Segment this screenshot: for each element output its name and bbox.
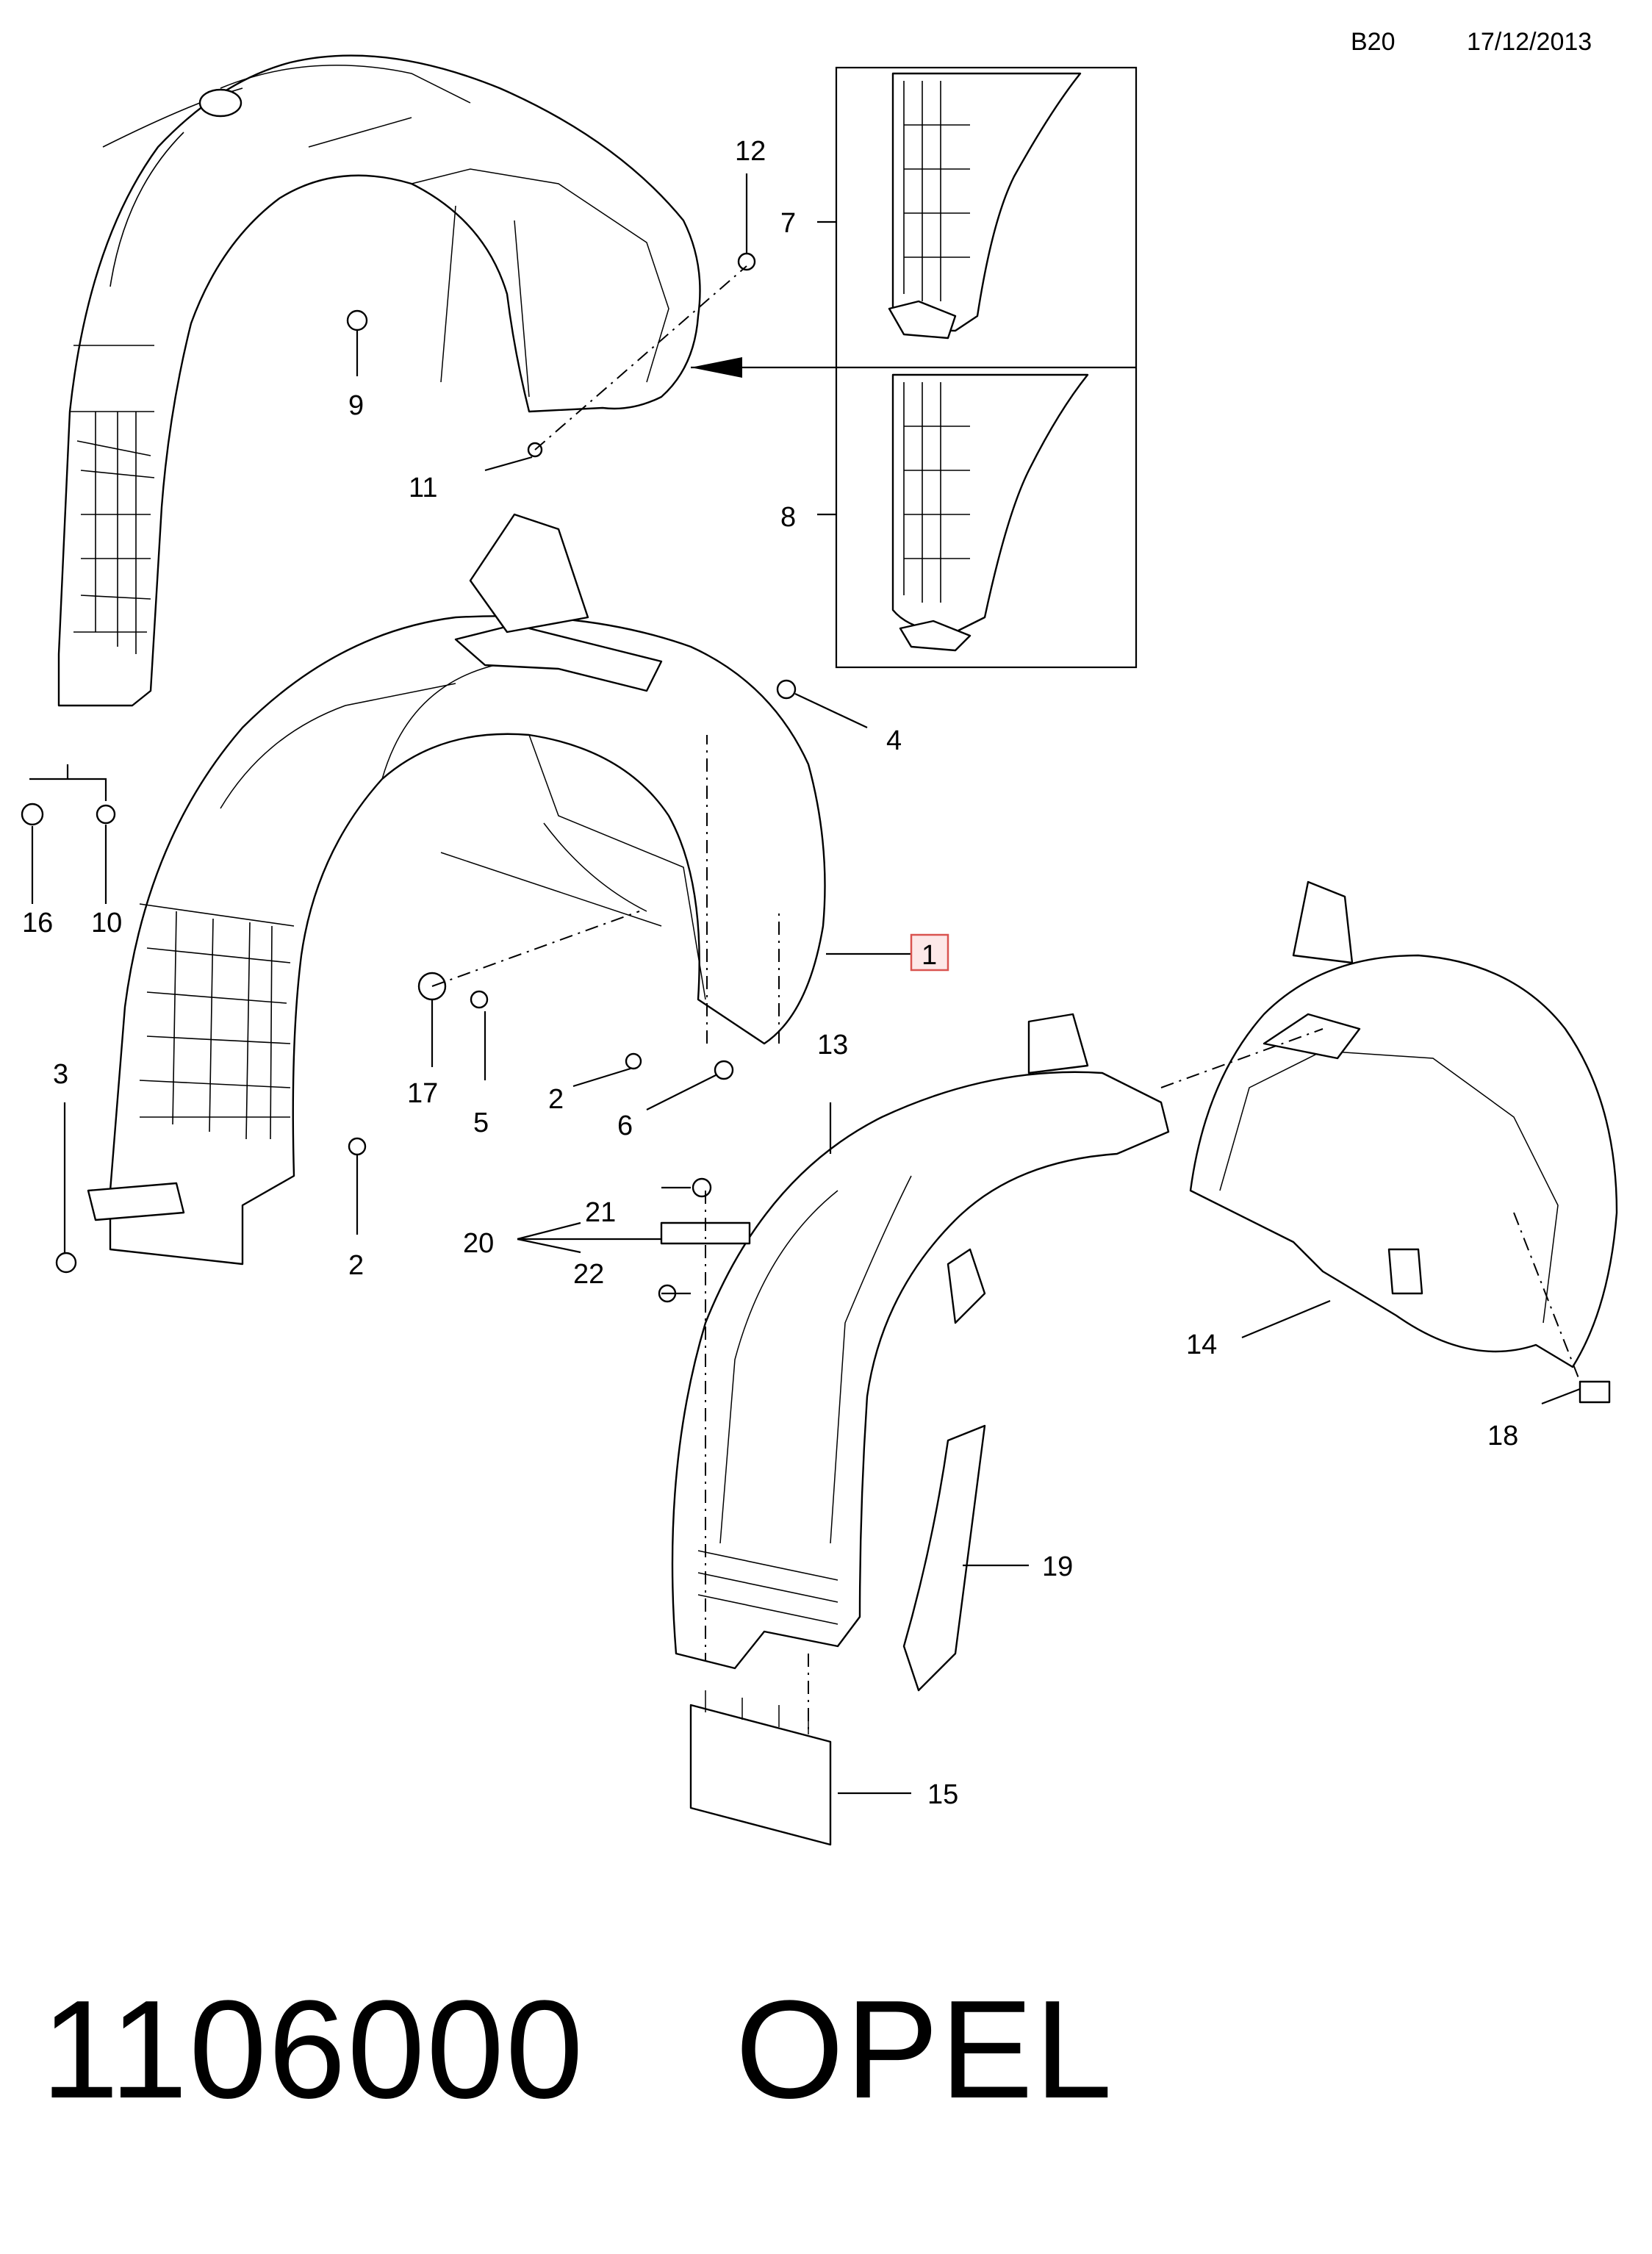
callout-10: 10 [91, 908, 122, 938]
callout-7: 7 [780, 208, 796, 239]
callout-15: 15 [927, 1779, 958, 1810]
callout-4: 4 [886, 725, 902, 756]
sheet-code: B20 [1351, 28, 1396, 56]
mud-flap [689, 1690, 832, 1846]
callout-8: 8 [780, 502, 796, 533]
callout-16: 16 [22, 908, 53, 938]
alignment-lines [431, 265, 1581, 1734]
callout-2-left: 2 [348, 1250, 364, 1281]
callout-21: 21 [585, 1197, 616, 1228]
right-liner [1189, 880, 1618, 1368]
callout-13: 13 [817, 1030, 848, 1060]
callout-11: 11 [409, 473, 437, 503]
callout-14: 14 [1186, 1329, 1217, 1360]
callout-12: 12 [735, 136, 766, 167]
upper-wheelhouse-liner [57, 54, 701, 707]
callout-2-center: 2 [548, 1084, 564, 1115]
callout-6: 6 [617, 1110, 633, 1141]
callout-17: 17 [407, 1078, 438, 1109]
callout-19: 19 [1042, 1551, 1073, 1582]
trim-strip [902, 1424, 986, 1692]
callout-22: 22 [573, 1259, 604, 1290]
callout-3: 3 [53, 1059, 68, 1090]
footer-title: 1106000 OPEL [41, 1970, 1114, 2130]
callout-9: 9 [348, 390, 364, 421]
part-number: 1106000 [41, 1972, 585, 2128]
callout-5: 5 [473, 1108, 489, 1138]
callout-20: 20 [463, 1228, 494, 1259]
callout-labels: 12 7 8 9 11 4 1 16 10 3 17 5 2 6 13 2 21… [22, 136, 1518, 1810]
brand-name: OPEL [735, 1972, 1114, 2128]
leader-lines [29, 173, 1581, 1795]
inset-detail-box [691, 66, 1138, 669]
callout-18: 18 [1487, 1421, 1518, 1451]
center-liner [671, 1013, 1170, 1670]
highlight-box [910, 933, 949, 972]
sheet-date: 17/12/2013 [1467, 28, 1592, 56]
callout-1: 1 [922, 940, 937, 971]
main-wheelhouse-liner [87, 513, 826, 1266]
